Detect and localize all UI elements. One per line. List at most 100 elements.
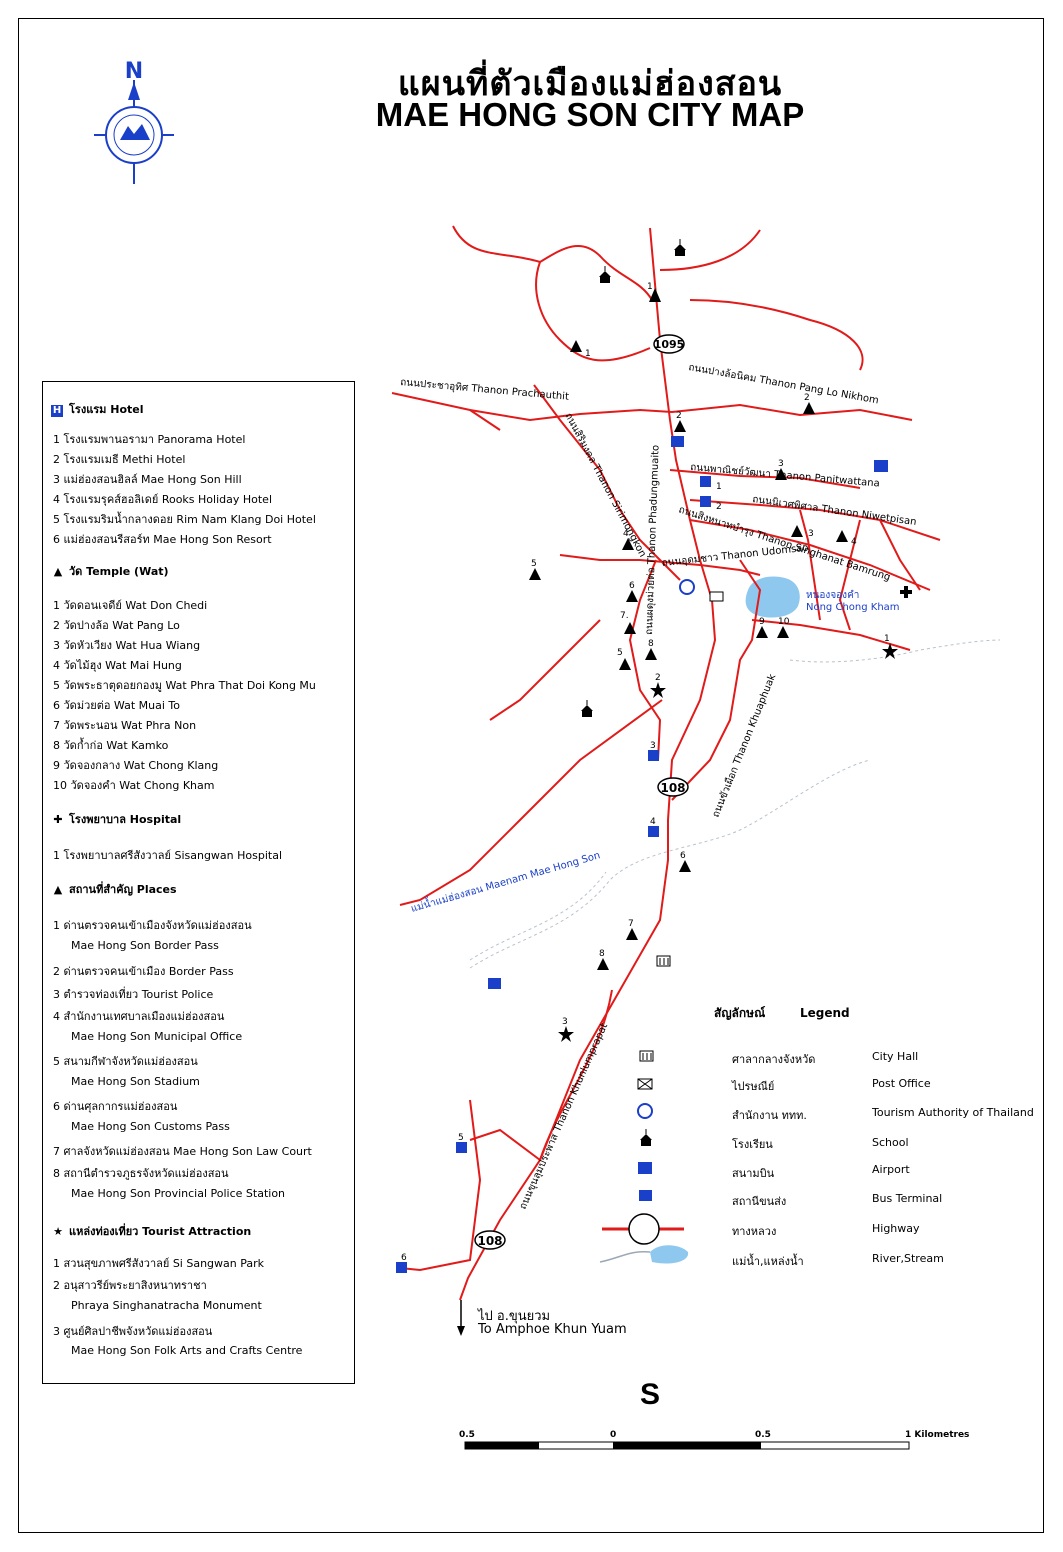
legend-temple: 4 วัดไม้ฮุง Wat Mai Hung [53,659,182,672]
hospital-icon: ✚ [53,813,63,826]
hotel-header: โรงแรม Hotel [69,403,144,416]
svg-text:2: 2 [655,673,661,683]
school-icon [599,266,611,283]
legend-place-english: Mae Hong Son Border Pass [71,939,219,952]
hotel-icon [396,1262,407,1273]
school-icons [581,239,686,717]
hotel-icon [648,750,659,761]
temple-icon [626,590,638,602]
south-label: S [640,1378,661,1411]
svg-text:3: 3 [650,741,656,751]
legend-item-th: สำนักงาน ททท. [732,1109,807,1122]
legend-tourist-english: Phraya Singhanatracha Monument [71,1299,262,1312]
svg-text:8: 8 [599,949,605,959]
hotel-icon [700,476,711,487]
temple-icon [529,568,541,580]
svg-text:1: 1 [716,482,722,492]
svg-text:3: 3 [808,529,814,539]
direction-label-english: To Amphoe Khun Yuam [478,1322,627,1337]
scale-label: 1 Kilometres [905,1430,970,1440]
temple-icon [674,420,686,432]
highway-1095-shield [653,334,685,354]
star-icon [650,682,666,698]
map-frame [18,18,1044,1533]
road-label-niwetpisan: ถนนนิเวศพิศาล Thanon Niwetpisan [752,494,918,528]
legend-item-en: Highway [872,1222,920,1235]
svg-text:3: 3 [562,1017,568,1027]
temple-icon [649,288,661,302]
tat-office-icon [679,579,695,595]
svg-text:10: 10 [778,617,790,627]
scale-label: 0.5 [755,1430,771,1440]
svg-text:7.: 7. [620,611,629,621]
svg-text:6: 6 [401,1253,407,1263]
legend-place-english: Mae Hong Son Customs Pass [71,1120,230,1133]
temple-icon: ▲ [53,565,63,578]
legend-item-en: City Hall [872,1050,919,1063]
svg-text:4: 4 [623,529,629,539]
tourist-header: แหล่งท่องเที่ยว Tourist Attraction [69,1225,252,1238]
temple-icon [777,626,789,638]
legend-item-th: ทางหลวง [732,1225,777,1238]
road-label-prachauthit: ถนนประชาอุทิศ Thanon Prachauthit [400,377,570,403]
legend-hotel: 1 โรงแรมพานอรามา Panorama Hotel [53,433,246,446]
svg-text:6: 6 [680,851,686,861]
legend-place-english: Mae Hong Son Stadium [71,1075,200,1088]
star-icon [558,1026,574,1042]
svg-text:2: 2 [676,411,682,421]
svg-text:5: 5 [617,648,623,658]
star-icon: ★ [53,1225,63,1238]
road-label-sirimongkon: ถนนสิริมงคล Thanon Sirimongkon [562,411,648,559]
school-icon [581,700,593,717]
temple-header: วัด Temple (Wat) [69,565,169,578]
road-label-khuaphuak: ถนนขัวเผือก Thanon Khuaphuak [710,672,779,819]
svg-text:7: 7 [628,919,634,929]
legend-place: 4 สำนักงานเทศบาลเมืองแม่ฮ่องสอน [53,1010,225,1023]
legend-tourist: 2 อนุสาวรีย์พระยาสิงหนาทราชา [53,1279,207,1292]
legend-place: 1 ด่านตรวจคนเข้าเมืองจังหวัดแม่ฮ่องสอน [53,919,252,932]
map-title-thai: แผนที่ตัวเมืองแม่ฮ่องสอน [397,64,783,104]
hospital-icon [900,586,912,598]
road-label-pang-lo: ถนนปางล้อนิคม Thanon Pang Lo Nikhom [687,361,879,406]
legend-temple: 5 วัดพระธาตุดอยกองมู Wat Phra That Doi K… [53,679,316,692]
temple-icon [570,340,582,352]
legend-hotel: 3 แม่ฮ่องสอนฮิลล์ Mae Hong Son Hill [53,473,242,486]
svg-text:1: 1 [585,349,591,359]
place-icon: ▲ [53,883,63,896]
legend-hotel: 4 โรงแรมรุคส์ฮอลิเดย์ Rooks Holiday Hote… [53,493,273,506]
legend-temple: 10 วัดจองคำ Wat Chong Kham [53,779,215,792]
temple-icon [679,860,691,872]
highway-108-label-south: 108 [477,1234,502,1248]
highway-108-shield-north [657,777,689,797]
temple-icon [626,928,638,940]
legend-item-en: School [872,1136,909,1149]
legend-item-en: Tourism Authority of Thailand [872,1106,1034,1119]
svg-text:2: 2 [804,393,810,403]
star-icon [882,643,898,659]
legend-item-th: ไปรษณีย์ [732,1080,775,1093]
school-icon [674,239,686,256]
river-line [469,759,871,969]
svg-text:1: 1 [884,634,890,644]
legend-item-en: Post Office [872,1077,931,1090]
temple-icon [624,622,636,634]
legend-temple: 3 วัดหัวเวียง Wat Hua Wiang [53,639,201,652]
lake-label-english: Nong Chong Kham [806,602,900,613]
temple-icons [529,288,848,970]
temple-icon [791,525,803,537]
north-label: N [125,59,143,84]
legend-place: 7 ศาลจังหวัดแม่ฮ่องสอน Mae Hong Son Law … [53,1145,312,1158]
legend-temple: 7 วัดพระนอน Wat Phra Non [53,719,197,732]
temple-icon [756,626,768,638]
legend-temple: 9 วัดจองกลาง Wat Chong Klang [53,759,219,772]
hotel-icon: H [51,405,63,417]
svg-text:3: 3 [778,459,784,469]
lake-nong-chong-kham [745,576,800,618]
legend-item-th: สนามบิน [732,1167,775,1180]
legend-panel: H โรงแรม Hotel 1 โรงแรมพานอรามา Panorama … [42,381,355,1384]
legend-place: 8 สถานีตำรวจภูธรจังหวัดแม่ฮ่องสอน [53,1167,229,1180]
legend-item-th: แม่น้ำ,แหล่งน้ำ [732,1255,804,1268]
svg-text:9: 9 [759,617,765,627]
legend-place: 3 ตำรวจท่องเที่ยว Tourist Police [53,988,214,1001]
road-network [391,225,941,1301]
